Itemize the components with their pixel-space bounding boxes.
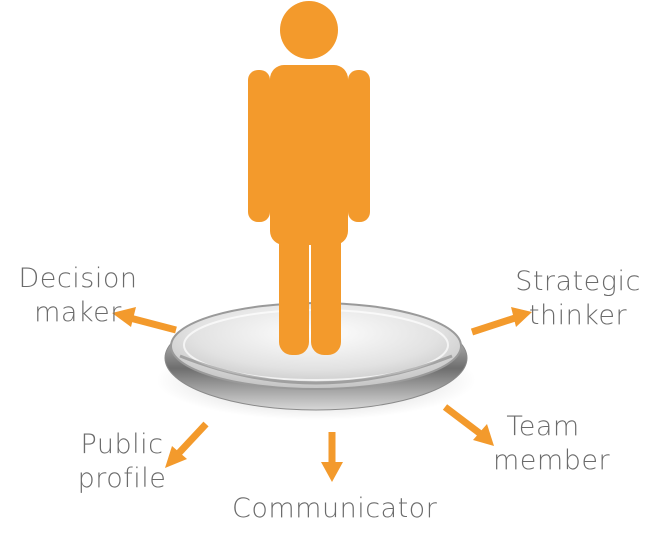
arrow-communicator (321, 432, 343, 482)
label-strategic-thinker: Strategic thinker (513, 265, 643, 333)
person-icon (248, 1, 370, 355)
label-public-profile-line2: profile (77, 463, 167, 494)
label-communicator-text: Communicator (232, 493, 438, 524)
arrow-team-member (442, 404, 494, 446)
label-decision-maker-line1: Decision (18, 263, 138, 294)
label-communicator: Communicator (232, 492, 438, 526)
pedestal-disc (156, 302, 476, 420)
label-public-profile: Public profile (72, 428, 172, 496)
arrow-strategic-thinker (470, 307, 532, 336)
label-decision-maker: Decision maker (18, 262, 138, 330)
label-team-member: Team member (493, 410, 611, 478)
arrow-decision-maker (112, 307, 177, 334)
arrow-public-profile (165, 421, 209, 468)
label-strategic-thinker-line2: thinker (528, 300, 628, 331)
label-team-member-line1: Team (506, 411, 580, 442)
label-strategic-thinker-line1: Strategic (515, 266, 641, 297)
label-team-member-line2: member (493, 445, 611, 476)
label-public-profile-line1: Public (80, 429, 164, 460)
label-decision-maker-line2: maker (34, 297, 122, 328)
